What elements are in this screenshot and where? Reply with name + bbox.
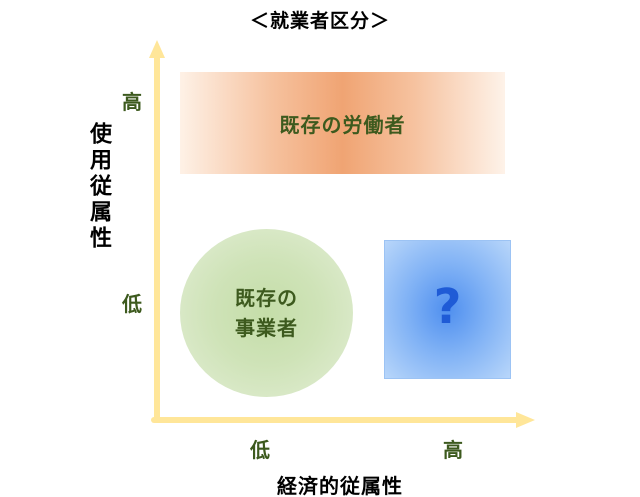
region-existing-workers: 既存の労働者: [180, 72, 505, 174]
y-axis-label: 使用従属性: [86, 122, 111, 252]
y-axis-tick-high: 高: [122, 90, 142, 114]
y-axis-arrowhead: [149, 40, 165, 58]
x-axis-tick-high: 高: [443, 438, 463, 462]
region-existing-business-label-line1: 既存の: [235, 286, 298, 310]
x-axis-label: 経済的従属性: [277, 474, 403, 497]
region-existing-business-label-line2: 事業者: [235, 316, 298, 340]
x-axis-tick-low: 低: [250, 438, 270, 462]
diagram-title: ＜就業者区分＞: [249, 10, 390, 32]
region-unknown: ?: [384, 240, 511, 379]
question-mark-icon: ?: [433, 278, 462, 335]
y-axis-tick-low: 低: [122, 292, 142, 316]
region-existing-workers-label: 既存の労働者: [279, 112, 406, 137]
x-axis-arrowhead: [516, 412, 535, 428]
region-existing-business: 既存の 事業者: [180, 229, 353, 397]
